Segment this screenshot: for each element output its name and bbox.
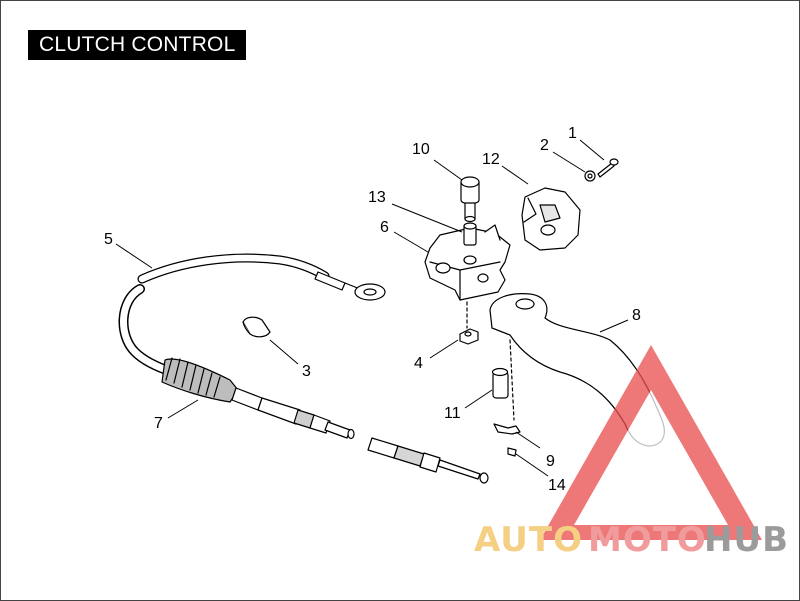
callout-6: 6	[380, 219, 389, 236]
callout-5: 5	[104, 231, 113, 248]
lever-pin	[493, 423, 521, 435]
callout-8: 8	[632, 307, 641, 324]
plunger	[463, 222, 477, 246]
callout-4: 4	[414, 355, 423, 372]
callout-7: 7	[154, 415, 163, 432]
clutch-cable-upper	[137, 253, 386, 301]
pivot-axis-line	[509, 339, 515, 421]
cable-end-fitting	[367, 437, 489, 484]
bracket-cover	[521, 187, 581, 251]
watermark-auto: AUTO	[474, 520, 583, 560]
watermark-hub: HUB	[704, 520, 789, 560]
screw	[597, 158, 619, 178]
pivot-sleeve	[491, 367, 509, 399]
callout-1: 1	[568, 125, 577, 142]
watermark-moto: MOTO	[588, 520, 707, 560]
callout-9: 9	[546, 453, 555, 470]
callouts: 1 2 3 4 5 6 7 8 9 10 11 12 13 14	[104, 125, 641, 494]
triangle-inner	[574, 390, 728, 525]
diagram-title: CLUTCH CONTROL	[28, 30, 247, 60]
leader-lines	[115, 139, 629, 477]
callout-12: 12	[482, 151, 500, 168]
knob	[460, 176, 480, 223]
callout-14: 14	[548, 477, 566, 494]
watermark-logo: AUTO MOTO HUB	[474, 345, 789, 560]
callout-3: 3	[302, 363, 311, 380]
callout-10: 10	[412, 141, 430, 158]
clutch-cable-lower	[118, 284, 355, 440]
small-screw	[507, 447, 517, 457]
cable-clip	[242, 316, 271, 338]
callout-13: 13	[368, 189, 386, 206]
washer	[584, 170, 596, 182]
callout-11: 11	[444, 405, 461, 422]
nut	[459, 328, 479, 345]
callout-2: 2	[540, 137, 549, 154]
lever-bracket	[424, 224, 511, 301]
